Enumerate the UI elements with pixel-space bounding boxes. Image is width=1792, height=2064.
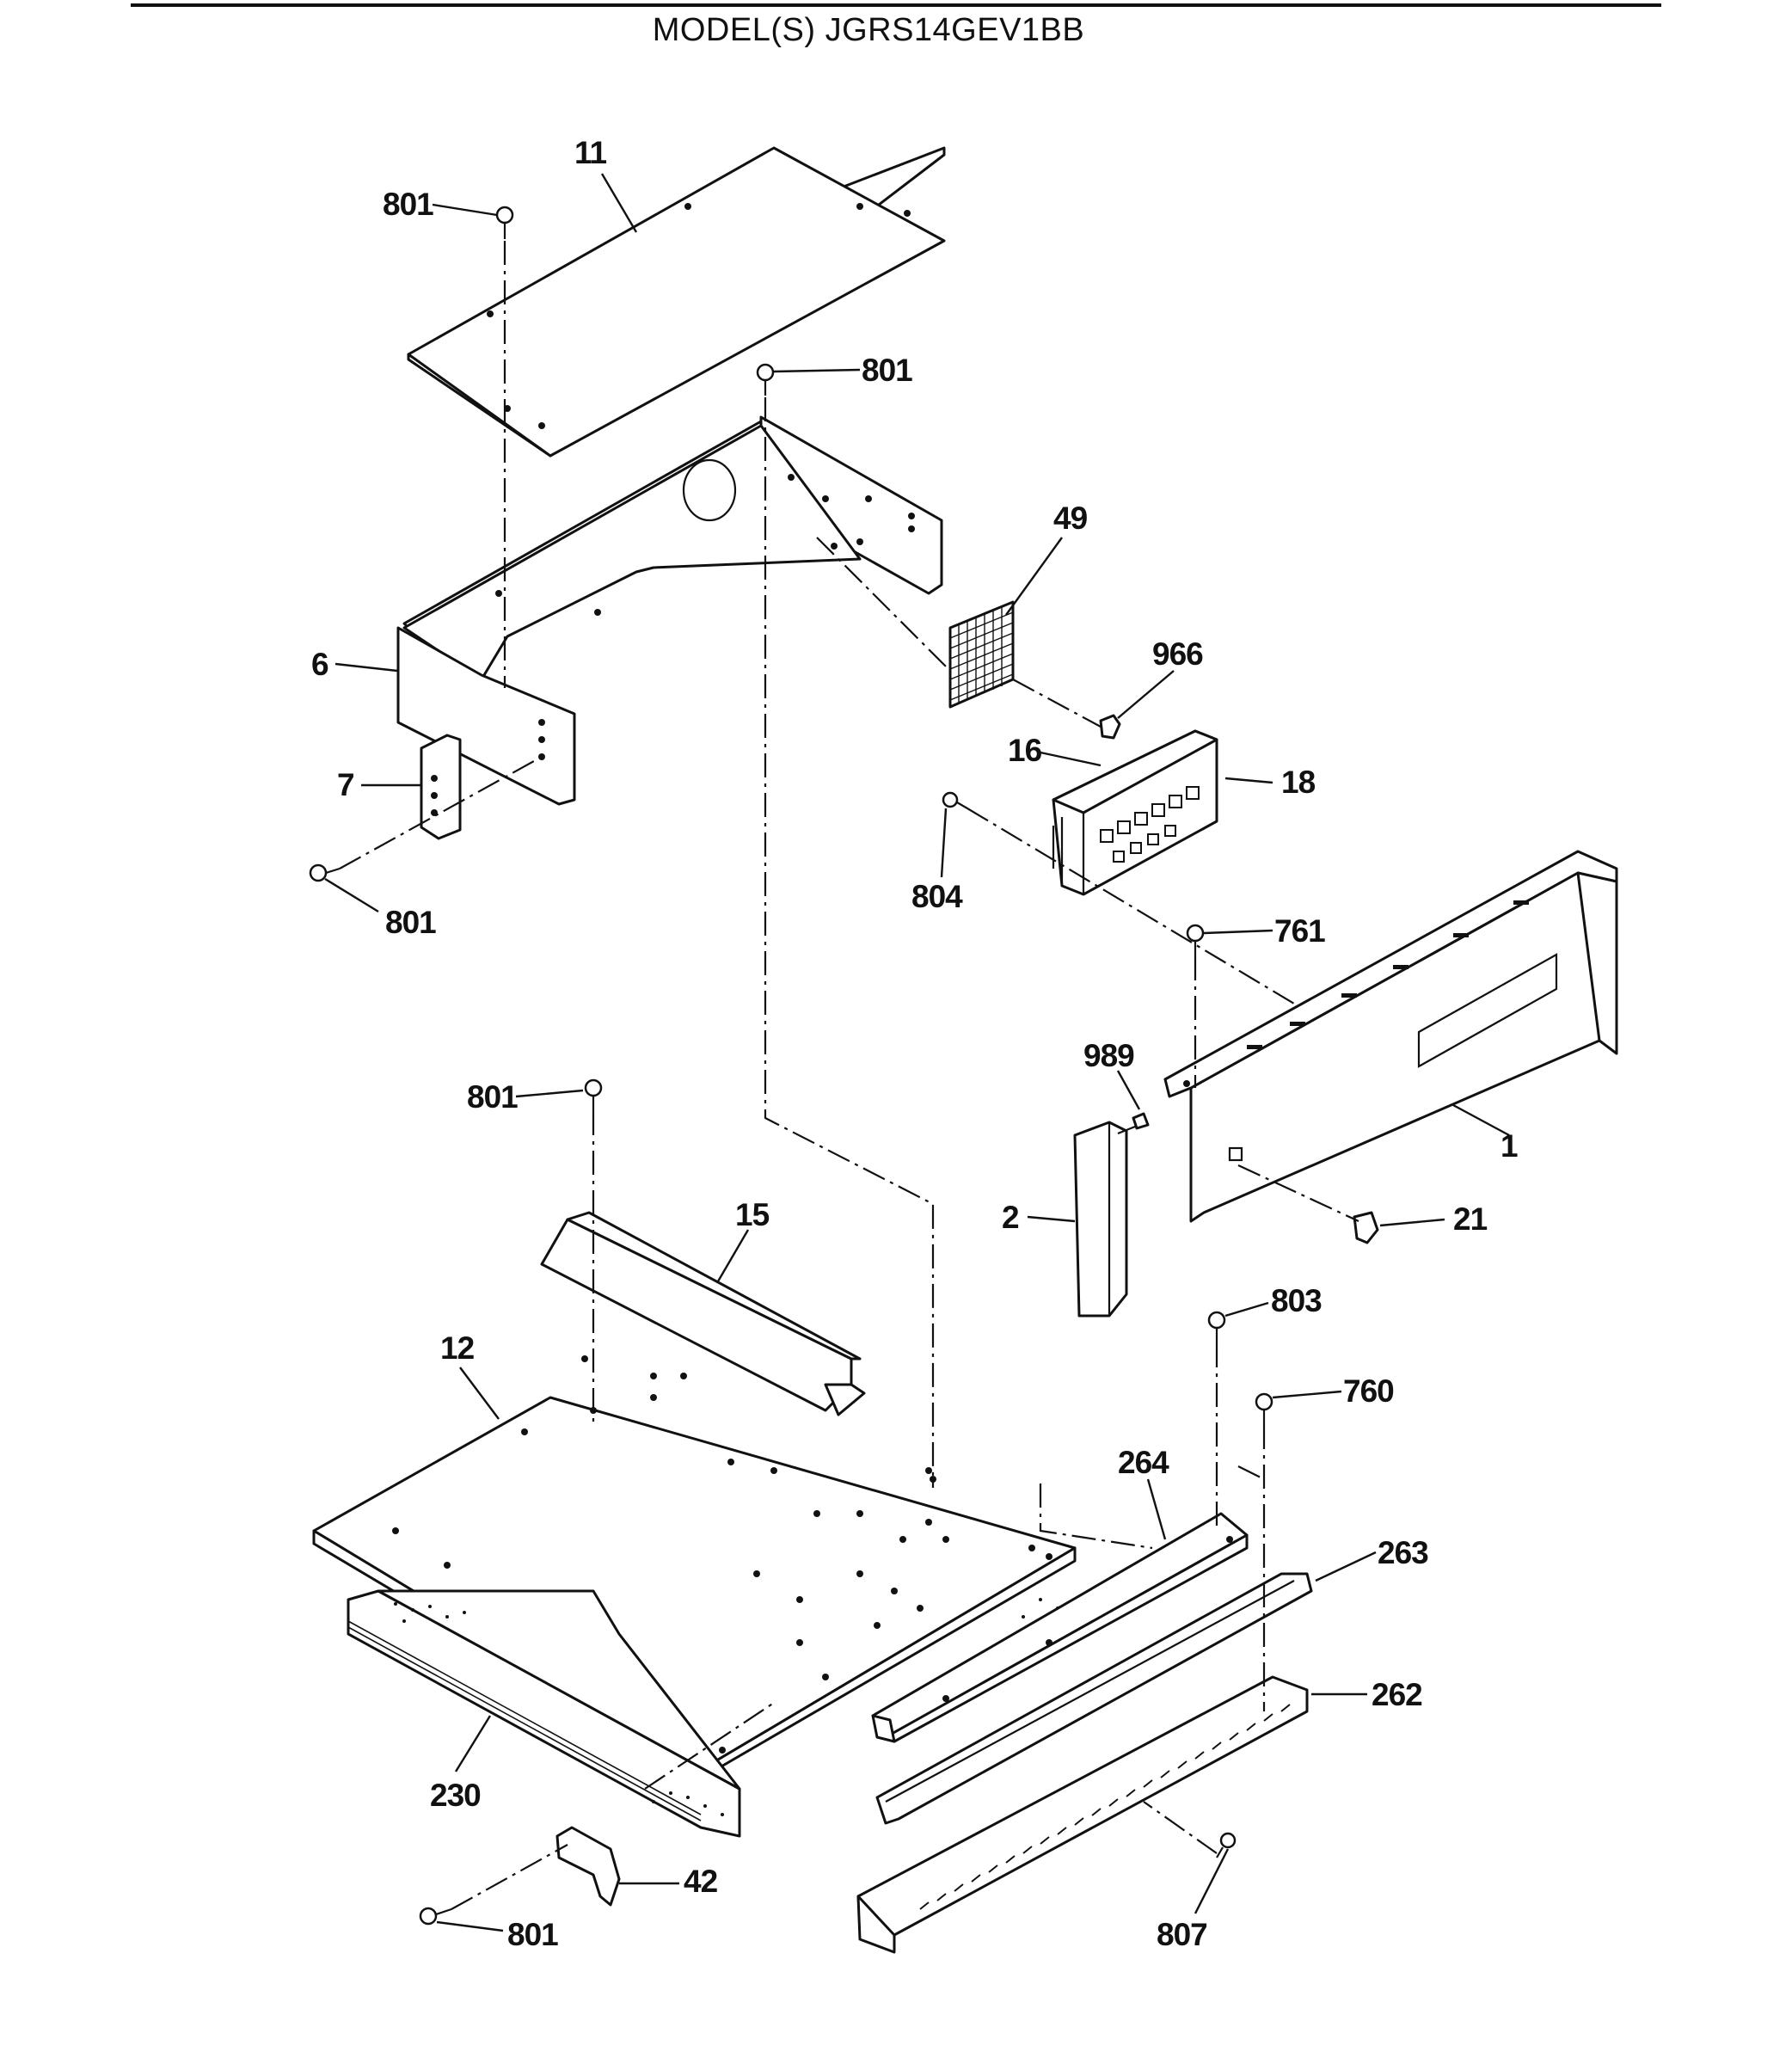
top-rule [131,3,1661,7]
callout-803: 803 [1271,1283,1322,1318]
callout-18: 18 [1281,765,1316,800]
part-262-vent-grille [856,1675,1309,1954]
screw-807 [1216,1832,1237,1858]
callout-801: 801 [507,1917,558,1952]
part-15-crossbar [540,1211,866,1416]
assembly-lines [339,241,1359,1910]
callout-16: 16 [1008,733,1042,768]
callout-262: 262 [1372,1677,1422,1712]
part-11-top-cover [407,146,946,458]
part-21-clip [1353,1211,1379,1244]
screws [309,206,1273,1926]
callout-966: 966 [1152,636,1203,672]
callout-264: 264 [1118,1445,1169,1480]
callout-801: 801 [385,905,436,940]
callout-263: 263 [1378,1535,1428,1570]
callout-12: 12 [440,1330,475,1366]
part-1-control-panel [1163,850,1618,1223]
callout-21: 21 [1453,1201,1488,1237]
callout-804: 804 [911,879,963,914]
callout-labels: 11 801 801 49 966 6 7 16 18 801 804 761 … [311,135,1519,1952]
screw-801-bottom [419,1907,452,1926]
callout-7: 7 [337,767,354,802]
callout-760: 760 [1343,1373,1394,1409]
part-989-clip [1132,1112,1150,1130]
screw-804 [942,791,968,809]
callout-6: 6 [311,647,328,682]
callout-11: 11 [574,135,607,170]
callout-42: 42 [684,1864,718,1899]
screw-761 [1186,924,1205,956]
callout-49: 49 [1053,501,1088,536]
part-2-end-cap [1073,1121,1128,1318]
callout-761: 761 [1274,913,1325,949]
callout-230: 230 [430,1778,481,1813]
screw-803 [1207,1311,1226,1343]
callout-2: 2 [1002,1200,1019,1235]
screw-801-top-left [495,206,514,239]
screw-760 [1255,1392,1273,1425]
part-966-clip [1099,714,1121,740]
part-12-base-plate [312,1355,1077,1778]
part-7-bracket [420,734,462,840]
callout-801: 801 [862,353,912,388]
model-title: MODEL(S) JGRS14GEV1BB [652,12,1085,48]
part-16-18-electronic-control [1052,729,1218,896]
screw-801-left [309,863,341,882]
callout-801: 801 [383,187,433,222]
callout-15: 15 [735,1197,770,1232]
part-230-insulation-pan [347,1589,1059,1838]
screw-801-top-center [756,363,775,396]
part-263-trim [875,1572,1313,1825]
part-6-control-housing [396,415,943,806]
part-264-front-rail [871,1512,1249,1743]
callout-1: 1 [1500,1128,1518,1164]
screw-801-mid [584,1078,603,1111]
leader-lines [324,173,1510,1932]
callout-989: 989 [1083,1038,1134,1073]
callout-801: 801 [467,1079,518,1115]
callout-807: 807 [1157,1917,1207,1952]
part-42-bracket [555,1826,621,1907]
part-49-mesh-screen [948,600,1015,709]
